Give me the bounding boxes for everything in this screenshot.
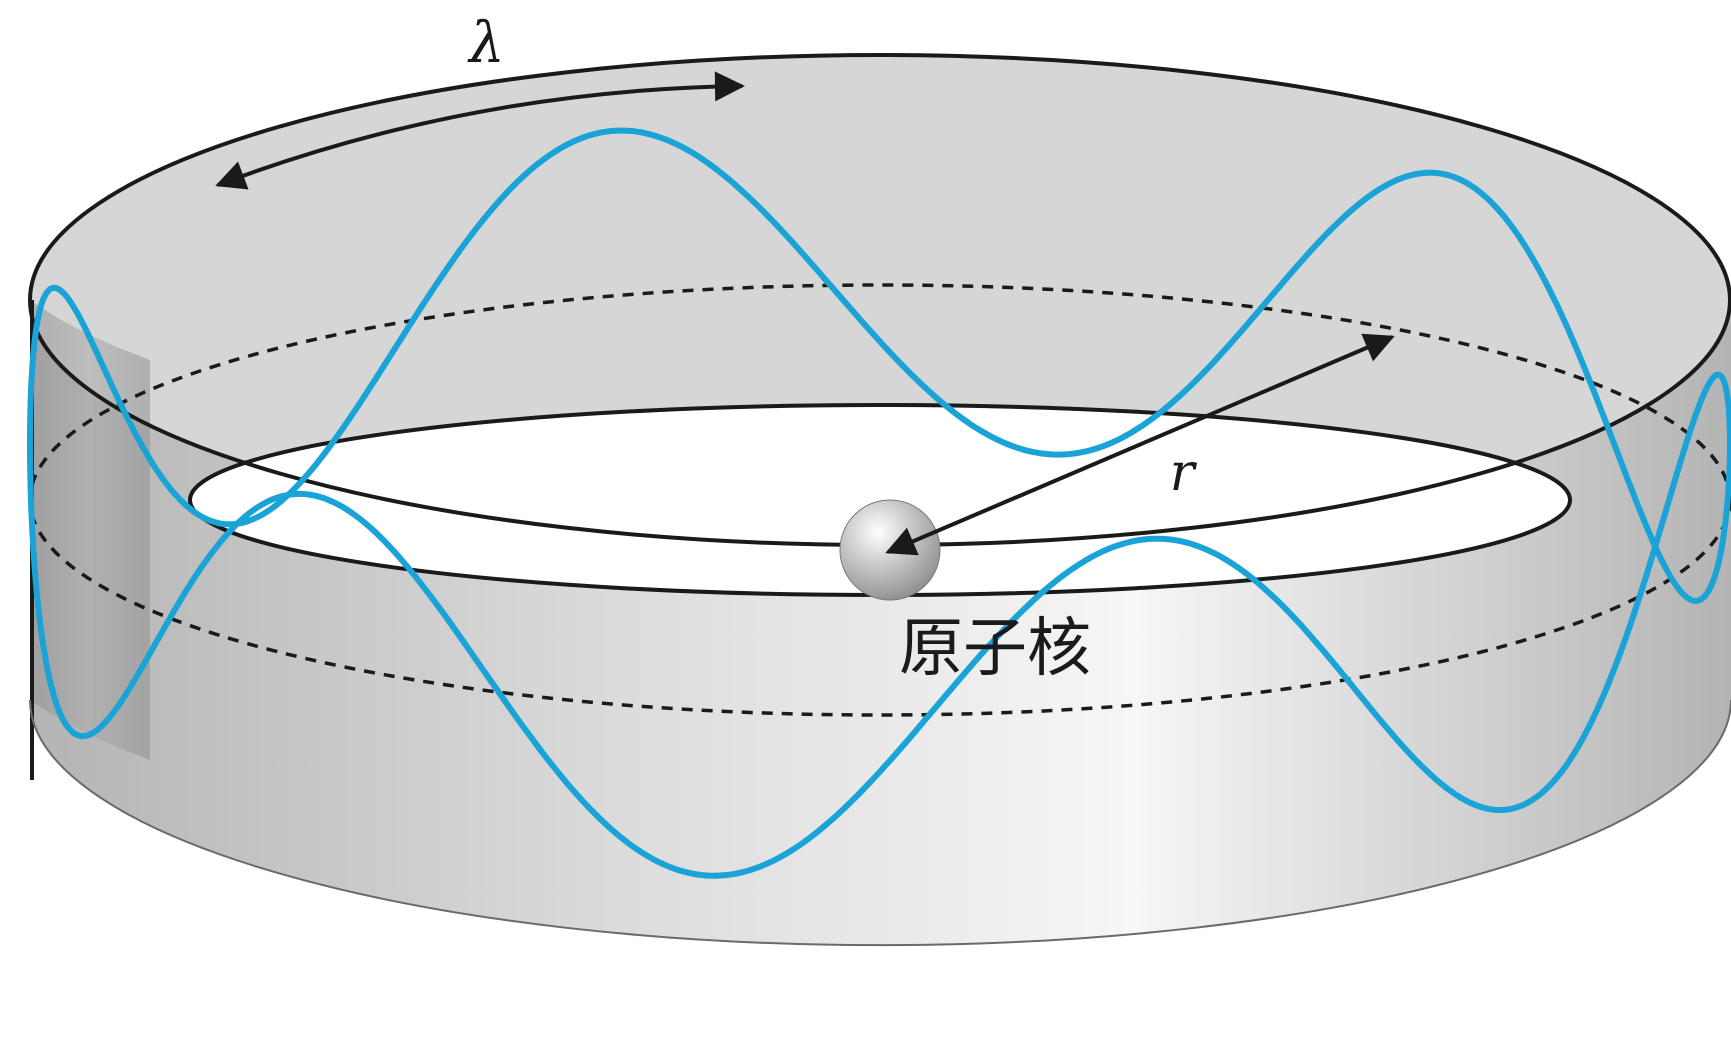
cylinder-outer-wall	[30, 300, 1731, 946]
nucleus-label: 原子核	[899, 612, 1091, 686]
radius-label: r	[1170, 443, 1198, 503]
electron-standing-wave	[27, 127, 1731, 879]
radius-arrow	[885, 333, 1395, 556]
cylinder-bottom-rim	[29, 699, 1731, 947]
cylinder-left-side	[30, 300, 150, 760]
wavelength-arrow	[215, 71, 745, 190]
wavelength-label: λ	[467, 11, 505, 76]
